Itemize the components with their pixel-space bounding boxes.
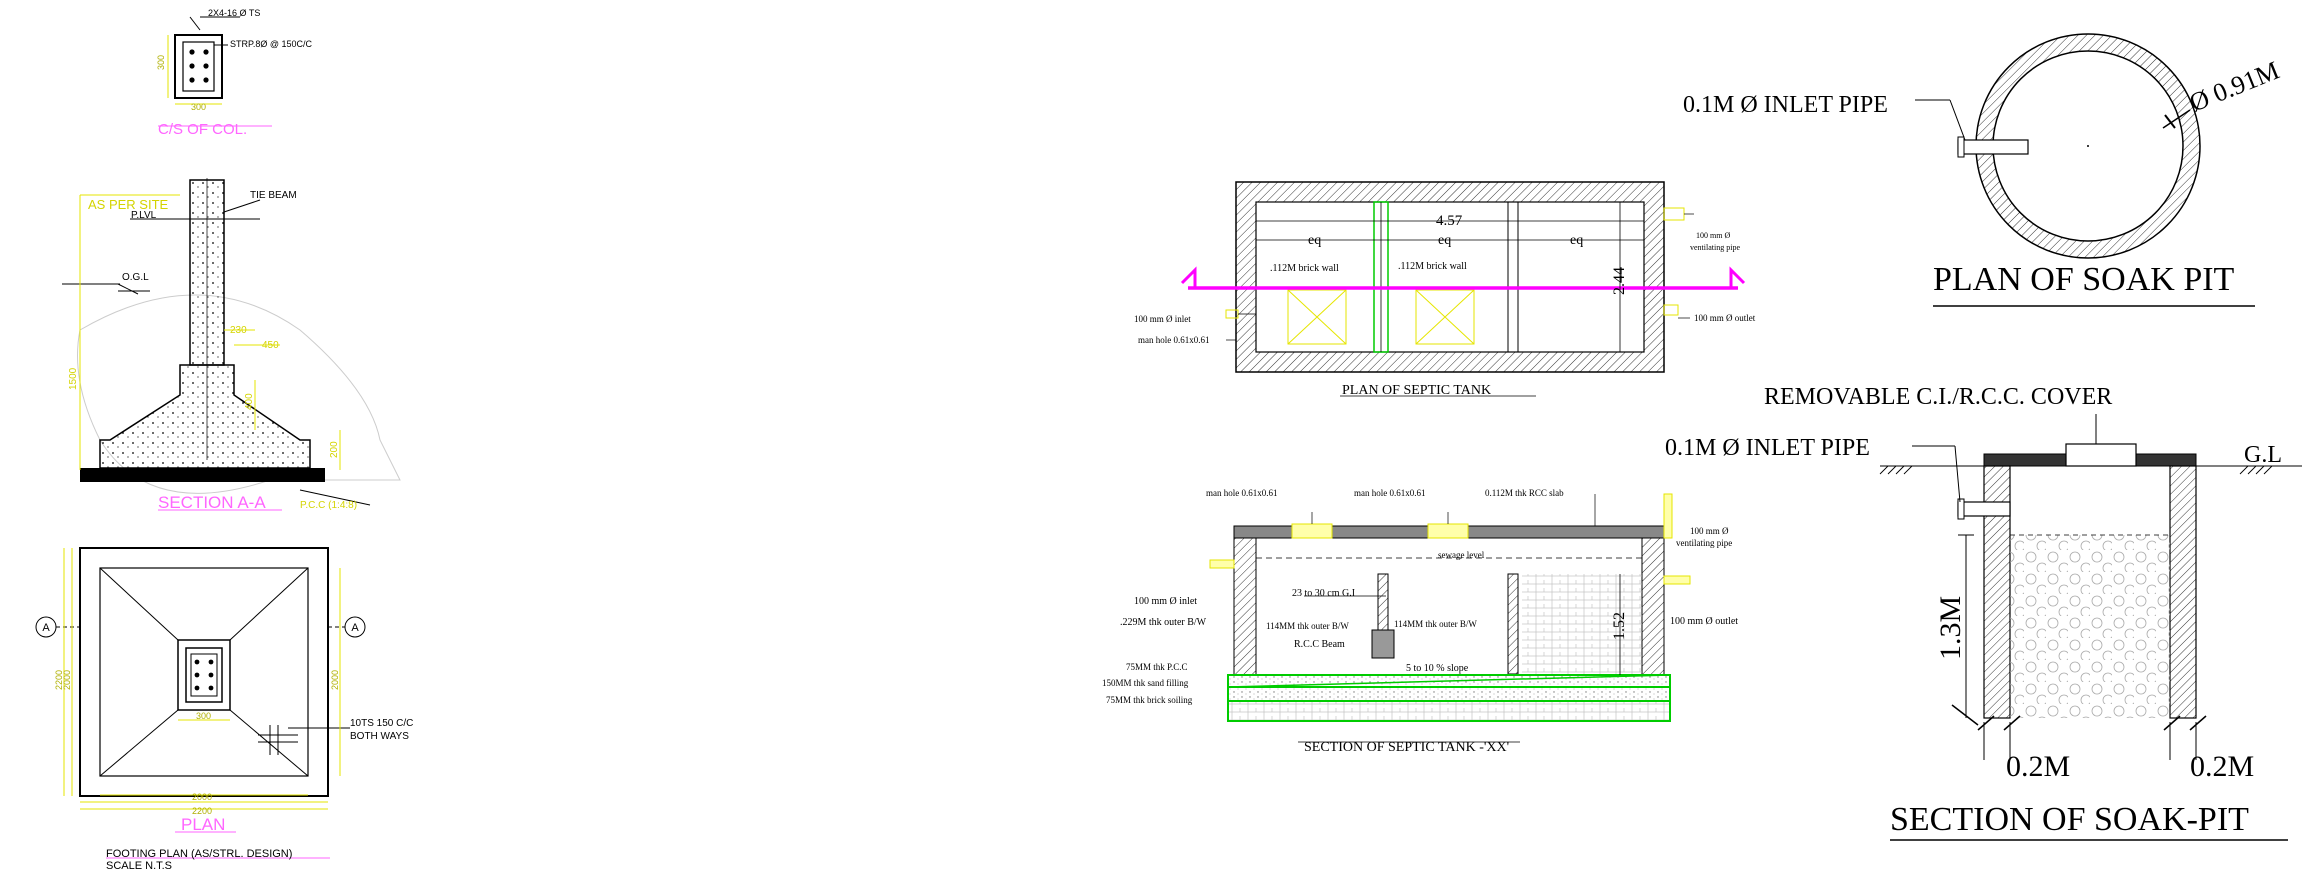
septic-tank-plan	[1180, 181, 1746, 397]
section-inlet-label: 100 mm Ø inlet	[1134, 596, 1197, 607]
reinforcement-label-1: 10TS 150 C/C	[350, 718, 413, 729]
soak-cover-label: REMOVABLE C.I./R.C.C. COVER	[1764, 384, 2112, 410]
rcc-beam-label: R.C.C Beam	[1294, 639, 1345, 650]
reinforcement-label-2: BOTH WAYS	[350, 731, 409, 742]
dim-450-label: 450	[262, 340, 279, 351]
vent-pipe-label-1: 100 mm Ø	[1696, 231, 1730, 240]
soak-plan-title: PLAN OF SOAK PIT	[1933, 261, 2235, 298]
dim-1500-label: 1500	[68, 367, 79, 390]
brick-layer-label: 75MM thk brick soiling	[1106, 695, 1193, 705]
column-stirrups-label: STRP.8Ø @ 150C/C	[230, 39, 313, 49]
septic-depth-label: 1.52	[1611, 612, 1628, 640]
plan-dim-inner-h: 2000	[192, 792, 212, 802]
footing-plan	[35, 547, 366, 859]
brick-wall-label-2: .112M brick wall	[1398, 261, 1467, 272]
soak-pit-plan	[1915, 33, 2255, 307]
section-vent-label-2: ventilating pipe	[1676, 538, 1732, 548]
plinth-level-label: P.LVL	[131, 210, 157, 221]
as-per-site-label: AS PER SITE	[88, 197, 169, 212]
plan-dim-col: 300	[196, 711, 211, 721]
soak-plan-inlet-label: 0.1M Ø INLET PIPE	[1683, 92, 1888, 118]
tie-beam-label: TIE BEAM	[250, 190, 297, 201]
outer-bw-label: .229M thk outer B/W	[1120, 617, 1207, 628]
section-marker-left: A	[42, 622, 50, 634]
septic-section-title: SECTION OF SEPTIC TANK -'XX'	[1304, 740, 1509, 755]
septic-eq-2: eq	[1438, 233, 1451, 248]
manhole-label: man hole 0.61x0.61	[1138, 335, 1210, 345]
septic-eq-1: eq	[1308, 233, 1321, 248]
septic-length-label: 4.57	[1436, 213, 1463, 229]
pcc-layer-label: 75MM thk P.C.C	[1126, 662, 1188, 672]
dim-400-label: 400	[244, 393, 255, 410]
plan-dim-outer-h: 2200	[192, 806, 212, 816]
rcc-slab-label: 0.112M thk RCC slab	[1485, 488, 1564, 498]
section-marker-right: A	[351, 622, 359, 634]
dim-230-label: 230	[230, 325, 247, 336]
septic-tank-section	[1209, 493, 1691, 743]
soak-section-title: SECTION OF SOAK-PIT	[1890, 801, 2249, 838]
septic-plan-title: PLAN OF SEPTIC TANK	[1342, 383, 1491, 398]
soak-wall-left-label: 0.2M	[2006, 750, 2070, 783]
column-dim-h: 300	[191, 102, 206, 112]
brick-wall-label-1: .112M brick wall	[1270, 263, 1339, 274]
section-vent-label-1: 100 mm Ø	[1690, 526, 1729, 536]
sand-layer-label: 150MM thk sand filling	[1102, 678, 1189, 688]
manhole-label-2: man hole 0.61x0.61	[1354, 488, 1426, 498]
footing-section	[62, 178, 401, 511]
soak-wall-right-label: 0.2M	[2190, 750, 2254, 783]
soak-diameter-label: Ø 0.91M	[2185, 55, 2283, 117]
septic-inlet-label: 100 mm Ø inlet	[1134, 314, 1191, 324]
ogl-label: O.G.L	[122, 272, 149, 283]
vent-pipe-label-2: ventilating pipe	[1690, 243, 1740, 252]
soak-depth-label: 1.3M	[1934, 596, 1967, 660]
septic-width-label: 2.44	[1611, 267, 1628, 295]
section-aa-title: SECTION A-A	[158, 493, 266, 512]
column-bars-label: 2X4-16 Ø TS	[208, 8, 260, 18]
dim-200-label: 200	[329, 441, 340, 458]
soak-pit-section	[1879, 414, 2302, 841]
sewage-level-label: sewage level	[1438, 550, 1485, 560]
pcc-label: P.C.C (1:4:8)	[300, 500, 357, 511]
septic-outlet-label: 100 mm Ø outlet	[1694, 313, 1756, 323]
footing-scale-caption: SCALE N.T.S	[106, 860, 172, 872]
manhole-label-1: man hole 0.61x0.61	[1206, 488, 1278, 498]
bw-label-1: 114MM thk outer B/W	[1266, 621, 1349, 631]
ground-level-label: G.L	[2244, 442, 2282, 468]
bw-label-2: 114MM thk outer B/W	[1394, 619, 1477, 629]
plan-dim-outer-v: 2200	[54, 670, 64, 690]
section-outlet-label: 100 mm Ø outlet	[1670, 616, 1738, 627]
soak-section-inlet-label: 0.1M Ø INLET PIPE	[1665, 435, 1870, 461]
footing-plan-caption: FOOTING PLAN (AS/STRL. DESIGN)	[106, 848, 292, 860]
plan-dim-right: 2000	[330, 670, 340, 690]
septic-eq-3: eq	[1570, 233, 1583, 248]
column-dim-v: 300	[156, 55, 166, 70]
plan-dim-inner-v: 2000	[62, 670, 72, 690]
slope-label: 5 to 10 % slope	[1406, 663, 1469, 674]
gi-pipe-label: 23 to 30 cm G.I	[1292, 588, 1355, 599]
column-section-title: C/S OF COL.	[158, 121, 247, 138]
footing-plan-title: PLAN	[181, 815, 225, 834]
column-cross-section	[158, 16, 272, 127]
